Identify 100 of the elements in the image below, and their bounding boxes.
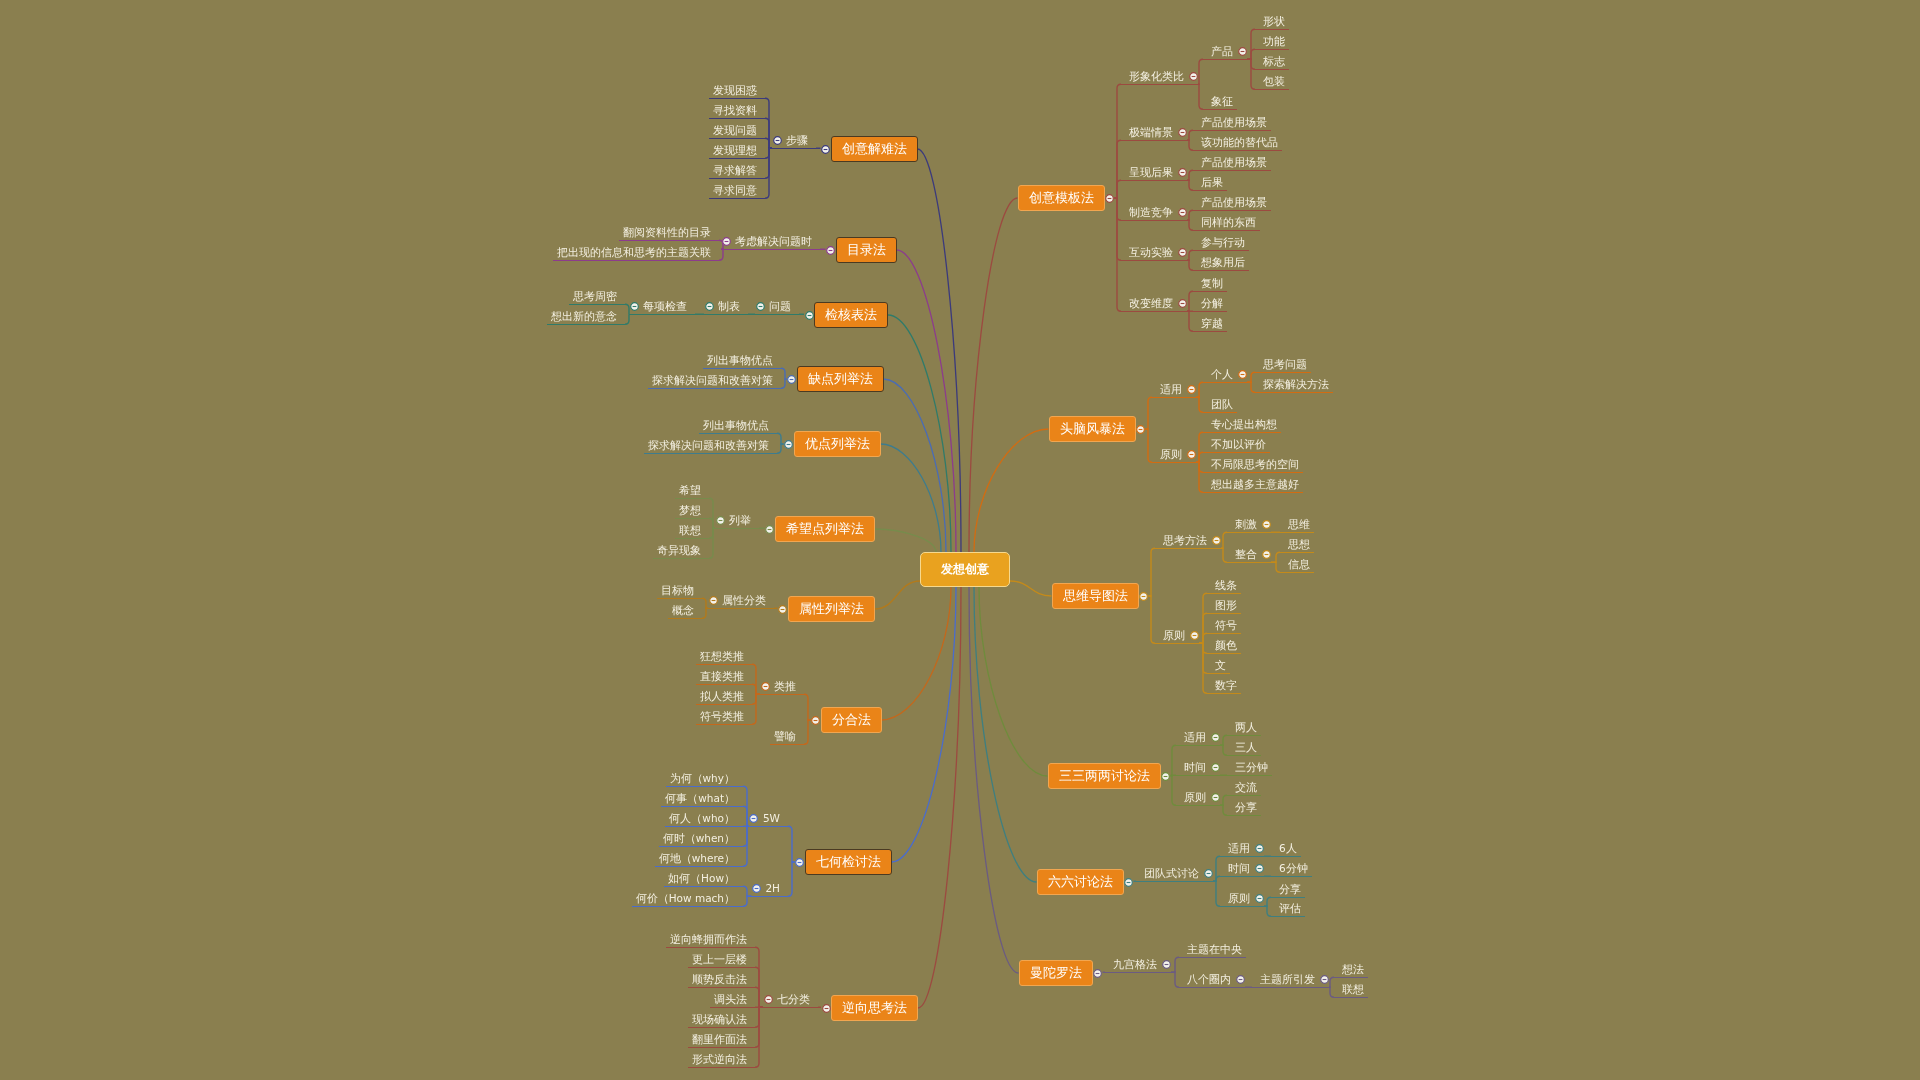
connector-line (1219, 734, 1228, 746)
branch-curve (917, 586, 962, 1009)
subtopic-label: 寻找资料 (709, 102, 765, 119)
subtopic-label: 象征 (1203, 93, 1237, 110)
main-topic-box: 头脑风暴法 (1048, 416, 1136, 442)
subtopic-node (1252, 971, 1329, 988)
subtopic-label: 同样的东西 (1193, 214, 1260, 231)
connector-line (1101, 971, 1106, 973)
branch-curve (873, 528, 937, 553)
connector-line (718, 248, 724, 261)
subtopic-label: 原则 (1160, 448, 1182, 460)
subtopic-node (763, 991, 818, 1008)
subtopic-label: 探求解决问题和改善对策 (648, 372, 781, 389)
subtopic-label: 翻里作面法 (688, 1031, 755, 1048)
subtopic-label: 狂想类推 (696, 648, 752, 665)
subtopic-label: 主题所引发 (1260, 973, 1315, 985)
connector-line (742, 805, 750, 827)
subtopic-label: 原则 (1228, 892, 1250, 904)
subtopic-label: 互动实验 (1129, 246, 1173, 258)
connector-line (815, 147, 822, 149)
connector-line (1246, 381, 1256, 393)
connector-line (787, 825, 796, 863)
connector-line (1186, 310, 1194, 332)
subtopic-node (715, 512, 759, 529)
subtopic-label: 信息 (1280, 556, 1314, 573)
subtopic-label: 不局限思考的空间 (1203, 456, 1303, 473)
branch-curve (880, 586, 952, 721)
subtopic-label: 产品使用场景 (1193, 154, 1271, 171)
connector-line (780, 378, 788, 389)
subtopic-label: 功能 (1255, 33, 1289, 50)
subtopic-node (721, 233, 820, 250)
subtopic-label: 分享 (1227, 799, 1261, 816)
subtopic-label: 何地（where） (654, 850, 743, 867)
subtopic-node (1176, 759, 1220, 776)
subtopic-node (1121, 244, 1187, 261)
connector-line (1186, 249, 1194, 261)
subtopic-node (1136, 865, 1213, 882)
subtopic-label: 何人（who） (665, 810, 743, 827)
subtopic-node (1155, 532, 1221, 549)
connector-line (1144, 396, 1153, 430)
subtopic-node (1121, 124, 1187, 141)
subtopic-label: 七分类 (777, 993, 810, 1005)
subtopic-label: 评估 (1271, 900, 1305, 917)
connector-line (694, 313, 705, 315)
subtopic-label: 形象化类比 (1129, 70, 1184, 82)
subtopic-label: 个人 (1211, 368, 1233, 380)
subtopic-label: 整合 (1235, 548, 1257, 560)
subtopic-label: 6分钟 (1271, 860, 1312, 877)
connector-line (1113, 197, 1122, 312)
subtopic-node (1121, 68, 1198, 85)
connector-line (742, 895, 753, 907)
connector-line (1328, 976, 1335, 988)
subtopic-label: 概念 (668, 602, 702, 619)
branch-curve (973, 428, 1050, 553)
connector-line (764, 137, 773, 149)
connector-line (1186, 209, 1194, 221)
connector-line (1220, 531, 1228, 549)
subtopic-label: 考虑解决问题时 (735, 235, 812, 247)
connector-line (1328, 986, 1335, 998)
connector-line (1186, 290, 1194, 312)
connector-line (798, 313, 805, 315)
subtopic-label: 更上一层楼 (688, 951, 755, 968)
subtopic-node (1220, 890, 1264, 907)
subtopic-label: 探索解决方法 (1255, 376, 1333, 393)
connector-line (1169, 775, 1177, 806)
subtopic-label: 符号 (1207, 617, 1241, 634)
subtopic-label: 列举 (729, 514, 751, 526)
connector-line (1195, 461, 1204, 493)
connector-line (1113, 179, 1122, 199)
connector-line (1219, 794, 1228, 806)
subtopic-node (1220, 840, 1264, 857)
subtopic-label: 时间 (1184, 761, 1206, 773)
connector-line (747, 313, 756, 315)
connector-line (803, 693, 812, 721)
connector-line (1197, 83, 1204, 110)
subtopic-label: 两人 (1227, 719, 1261, 736)
subtopic-label: 极端情景 (1129, 126, 1173, 138)
subtopic-label: 如何（How） (664, 870, 743, 887)
subtopic-label: 复制 (1193, 275, 1227, 292)
subtopic-label: 制表 (718, 300, 740, 312)
subtopic-label: 寻求同意 (709, 182, 765, 199)
branch-curve (873, 580, 921, 610)
subtopic-node (629, 298, 695, 315)
connector-line (776, 432, 785, 445)
subtopic-label: 改变维度 (1129, 297, 1173, 309)
subtopic-label: 标志 (1255, 53, 1289, 70)
main-topic-box: 希望点列举法 (774, 516, 875, 542)
connector-line (1212, 880, 1221, 907)
subtopic-node (1179, 971, 1245, 988)
connector-line (1219, 804, 1228, 816)
subtopic-label: 直接类推 (696, 668, 752, 685)
central-topic-box: 发想创意 (920, 552, 1010, 587)
connector-line (1263, 875, 1272, 877)
subtopic-label: 6人 (1271, 840, 1301, 857)
main-topic-box: 三三两两讨论法 (1047, 763, 1161, 789)
main-topic-box: 目录法 (835, 237, 897, 263)
connector-line (803, 719, 812, 745)
subtopic-label: 颜色 (1207, 637, 1241, 654)
main-topic-box: 优点列举法 (793, 431, 881, 457)
subtopic-label: 类推 (774, 680, 796, 692)
